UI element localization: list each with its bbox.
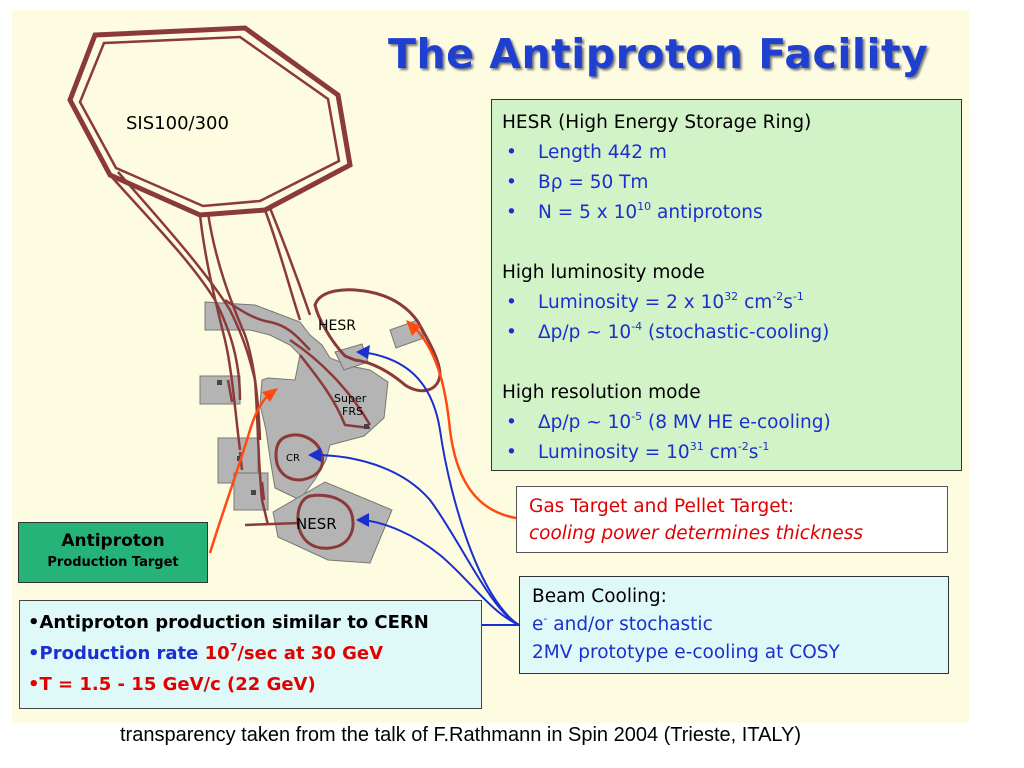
beam-cooling-line2: e- and/or stochastic	[532, 612, 713, 635]
magnet-4	[364, 424, 369, 429]
footer-caption: transparency taken from the talk of F.Ra…	[120, 724, 802, 746]
beamline-1	[109, 174, 242, 401]
blue-arrowhead-2	[308, 448, 321, 462]
production-info-box: •Antiproton production similar to CERN •…	[19, 600, 482, 709]
beamline-3	[198, 214, 242, 451]
beamline-9	[244, 521, 301, 527]
blue-arrowheads	[308, 345, 370, 527]
res-mode-dp: •Δp/p ~ 10-5 (8 MV HE e-cooling)	[506, 410, 831, 433]
beamline-11	[299, 354, 371, 430]
beamlines	[109, 171, 372, 527]
beam-cooling-line3: 2MV prototype e-cooling at COSY	[532, 642, 840, 663]
orange-arrowheads	[262, 320, 421, 402]
label-frs: FRS	[342, 405, 363, 418]
blue-arrow-cr	[313, 454, 520, 626]
hesr-heading: HESR (High Energy Storage Ring)	[502, 112, 812, 133]
blue-arrowhead-3	[356, 513, 369, 527]
slide-title: The Antiproton Facility	[388, 30, 929, 78]
orange-arrow-production	[208, 391, 273, 554]
gas-target-line1: Gas Target and Pellet Target:	[529, 496, 795, 517]
sis-ring-inner	[78, 35, 341, 208]
hesr-n: •N = 5 x 1010 antiprotons	[506, 200, 763, 223]
label-nesr: NESR	[296, 515, 337, 533]
blue-arrow-nesr	[361, 519, 520, 626]
production-target-box: Antiproton Production Target	[18, 522, 208, 583]
beam-cooling-heading: Beam Cooling:	[532, 586, 667, 607]
label-super: Super	[334, 392, 367, 405]
label-sis: SIS100/300	[126, 113, 229, 134]
hesr-length: •Length 442 m	[506, 142, 667, 163]
beamline-8	[253, 379, 270, 526]
lum-mode-luminosity: •Luminosity = 2 x 1032 cm-2s-1	[506, 290, 804, 313]
lum-mode-heading: High luminosity mode	[502, 262, 705, 283]
magnet-3	[251, 490, 256, 495]
orange-arrowhead-1	[262, 388, 278, 402]
beamline-14	[260, 481, 266, 501]
magnet-2	[237, 456, 242, 461]
nesr-ring	[296, 493, 355, 550]
orange-arrowhead-2	[406, 320, 421, 336]
production-target-line2: Production Target	[47, 555, 179, 570]
beamline-6	[268, 207, 312, 316]
magnet-1	[217, 380, 222, 385]
blue-arrow-hesr	[361, 351, 520, 626]
beamline-7	[224, 298, 311, 351]
gas-target-box: Gas Target and Pellet Target: cooling po…	[516, 486, 948, 553]
beamline-5	[263, 209, 302, 321]
blue-arrows	[313, 351, 520, 626]
production-info-line1: •Antiproton production similar to CERN	[28, 612, 429, 633]
magnet-markers	[217, 380, 369, 495]
res-mode-heading: High resolution mode	[502, 382, 701, 403]
res-mode-luminosity: •Luminosity = 1031 cm-2s-1	[506, 440, 770, 463]
blue-arrowhead-1	[356, 345, 370, 359]
gas-target-line2: cooling power determines thickness	[529, 523, 864, 544]
production-info-line2: •Production rate 107/sec at 30 GeV	[28, 641, 384, 664]
building-main	[204, 301, 389, 501]
beamline-2	[117, 171, 257, 381]
label-cr: CR	[286, 453, 300, 464]
beamline-12	[226, 379, 234, 403]
beamline-10	[289, 338, 372, 426]
hesr-ring	[313, 288, 442, 393]
beam-cooling-box: Beam Cooling: e- and/or stochastic 2MV p…	[519, 576, 949, 674]
orange-arrow-gas	[411, 324, 517, 520]
orange-arrows	[208, 324, 517, 554]
label-hesr: HESR	[318, 318, 356, 334]
hesr-info-box: HESR (High Energy Storage Ring) •Length …	[491, 99, 962, 471]
lum-mode-dp: •Δp/p ~ 10-4 (stochastic-cooling)	[506, 320, 830, 343]
cr-ring	[274, 433, 325, 482]
production-info-line3: •T = 1.5 - 15 GeV/c (22 GeV)	[28, 674, 316, 695]
production-target-line1: Antiproton	[61, 531, 165, 551]
hesr-brho: •Bρ = 50 Tm	[506, 172, 649, 193]
